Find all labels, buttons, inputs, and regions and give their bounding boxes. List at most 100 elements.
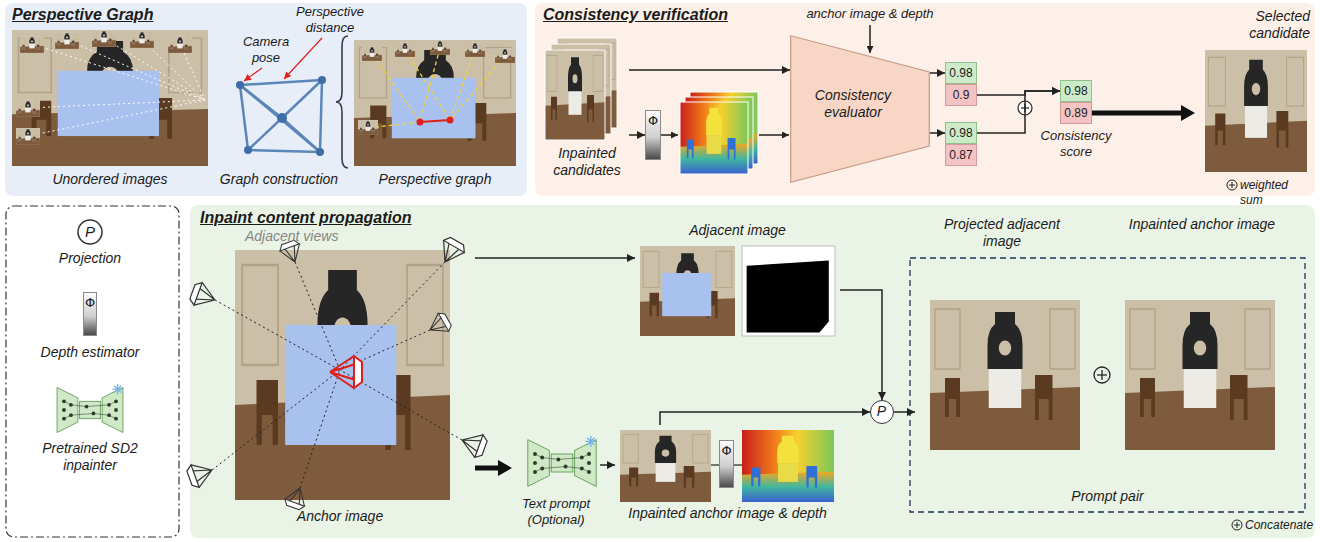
flow-connector (629, 134, 645, 136)
text-slot: Consistency evaluator (798, 87, 908, 121)
inpainted-anchor-figure (620, 430, 834, 502)
node-text: Inpainted anchor image & depth (615, 505, 840, 522)
node-text: Depth estimator (20, 344, 160, 361)
node-text: Anchor image (205, 508, 475, 525)
flow-connector (475, 257, 635, 259)
flow-connector (977, 91, 1060, 133)
score-box: 0.9 (945, 84, 977, 106)
flow-connector (629, 69, 790, 71)
text-slot: Projected adjacent image (927, 216, 1077, 250)
text-slot: 0.9 (946, 85, 976, 105)
projection-circle: P (870, 400, 894, 424)
text-slot: Perspective graph (352, 171, 518, 188)
annotation-label: Camera pose (236, 34, 296, 66)
panel-ground (5, 3, 527, 196)
flow-connector (1092, 111, 1181, 116)
annotation-label: weighted sum (1240, 178, 1312, 208)
node-text: Selected candidate (1217, 8, 1310, 42)
legend-item: Φ Depth estimator (20, 292, 160, 372)
text-slot: Φ (720, 441, 733, 459)
text-slot: 0.98 (946, 63, 976, 83)
prompt-pair-box: Prompt pairProjected adjacent imageInpai… (905, 212, 1310, 512)
perspective-graph-figure (354, 40, 516, 166)
node-text: 0.9 (946, 85, 976, 105)
prompt-pair-frame (910, 258, 1305, 512)
image-panel: Perspective graph (352, 28, 518, 193)
node-text: Projected adjacent image (927, 216, 1077, 250)
panel-ground (190, 205, 1315, 538)
panel-title: Consistency verification (543, 5, 843, 25)
text-slot: Text prompt (Optional) (512, 496, 600, 528)
text-slot: 0.98 (1061, 81, 1091, 101)
score-box: 0.89 (1060, 102, 1092, 124)
text-slot: Selected candidate (1217, 8, 1310, 42)
evaluator-trapezoid: Consistency evaluator (790, 35, 930, 183)
text-slot: Φ (83, 292, 97, 336)
text-slot: Projection (40, 250, 140, 267)
image-panel: Selected candidate (1195, 6, 1312, 176)
legend-item: Pretrained SD2 inpainter (15, 380, 165, 500)
node-text: Consistency evaluator (798, 87, 908, 121)
candidate-stack (545, 38, 617, 140)
node-text: 0.87 (946, 145, 976, 165)
annotation-label: Consistency score (1031, 128, 1121, 160)
flow-connector (930, 132, 945, 134)
flow-arrow (661, 134, 678, 136)
image-panel: Unordered images (10, 28, 210, 193)
projection-symbol (78, 220, 102, 244)
brace (336, 36, 348, 168)
annotation-label: Concatenate (1245, 518, 1313, 533)
node-text: Adjacent image (635, 222, 840, 239)
text-slot: P (871, 401, 892, 422)
node-text: Graph construction (212, 171, 346, 188)
text-slot: Inpainted anchor image & depth (615, 505, 840, 522)
concat-symbol (1232, 520, 1242, 530)
image-stack: Inpainted candidates (545, 35, 629, 190)
image-pair: Adjacent image (635, 222, 840, 342)
panel-title: Inpaint content propagation (200, 208, 520, 228)
text-slot: Pretrained SD2 inpainter (15, 440, 165, 474)
node-text: 0.98 (946, 63, 976, 83)
anchor-image: Adjacent viewsAnchor image (205, 228, 475, 533)
node-text: 0.98 (946, 123, 976, 143)
node-text: P (78, 220, 102, 244)
panel-ground (535, 3, 1315, 196)
inpainter-icon (528, 436, 596, 486)
unordered-images-figure (12, 30, 208, 166)
inpainter-icon (57, 384, 123, 433)
depth-estimator: Φ (645, 110, 661, 160)
sum-symbol (1227, 180, 1237, 190)
flow-connector (475, 466, 498, 471)
image-panel: Projected adjacent image (915, 212, 1090, 462)
input-arrow (869, 25, 871, 53)
node-text: Inpainted anchor image (1127, 216, 1277, 233)
node-text: Φ (646, 111, 660, 129)
text-slot: Inpainted candidates (545, 145, 629, 179)
concat-symbol (1094, 367, 1110, 383)
text-slot: Unordered images (10, 171, 210, 188)
panel: Perspective GraphUnordered imagesGraph c… (5, 3, 527, 196)
panel: Inpaint content propagationAdjacent view… (190, 205, 1315, 538)
text-slot: Consistency score (1031, 128, 1121, 160)
flow-connector (930, 72, 945, 74)
node-text: Unordered images (10, 171, 210, 188)
text-slot: 0.87 (946, 145, 976, 165)
flow-connector (660, 412, 870, 425)
panel: Consistency verificationInpainted candid… (535, 3, 1315, 196)
image-panel: Inpainted anchor image (1110, 212, 1295, 462)
annotation-label: Perspective distance (288, 4, 372, 36)
text-slot: Φ (646, 111, 660, 129)
node-text: 0.98 (1061, 81, 1091, 101)
anchor-figure (185, 235, 488, 511)
node-text: Text prompt (Optional) (512, 496, 600, 528)
node-text: Projection (40, 250, 140, 267)
flow-connector (600, 464, 615, 466)
inpainter-block: Text prompt (Optional) (512, 430, 600, 535)
adjacent-figure (640, 246, 835, 336)
legend-item: P Projection (40, 220, 140, 282)
depth-stack (680, 92, 758, 174)
text-slot: 0.89 (1061, 103, 1091, 123)
score-box: 0.98 (945, 62, 977, 84)
